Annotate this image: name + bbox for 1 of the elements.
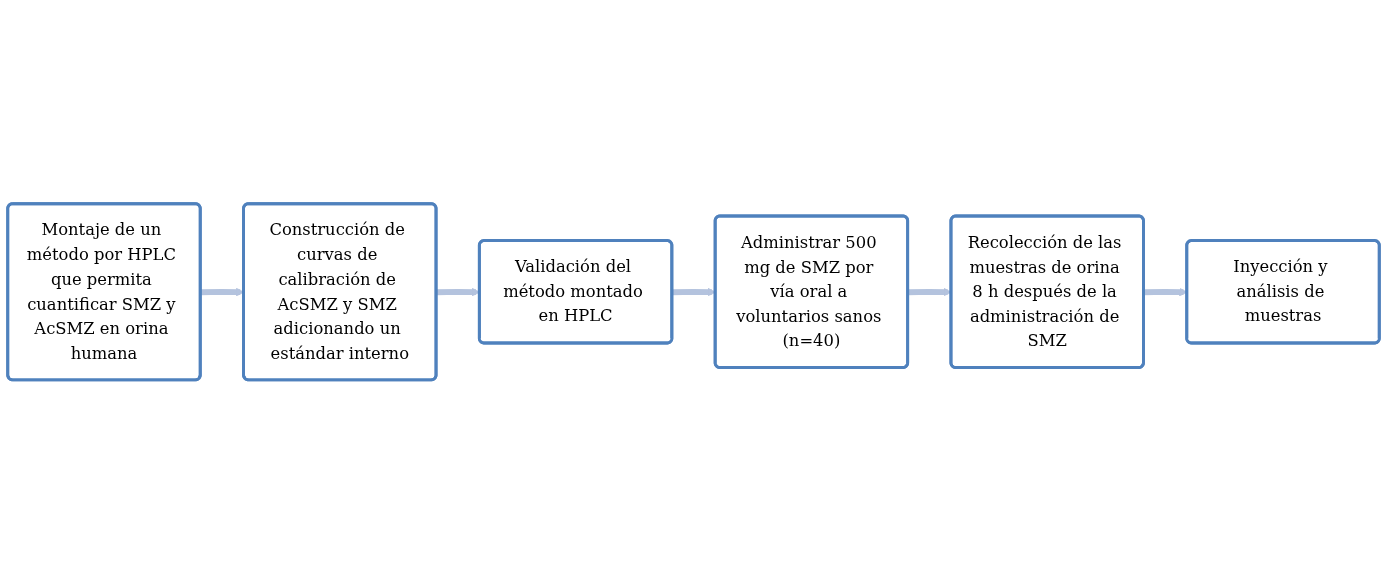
arrow — [672, 288, 716, 297]
